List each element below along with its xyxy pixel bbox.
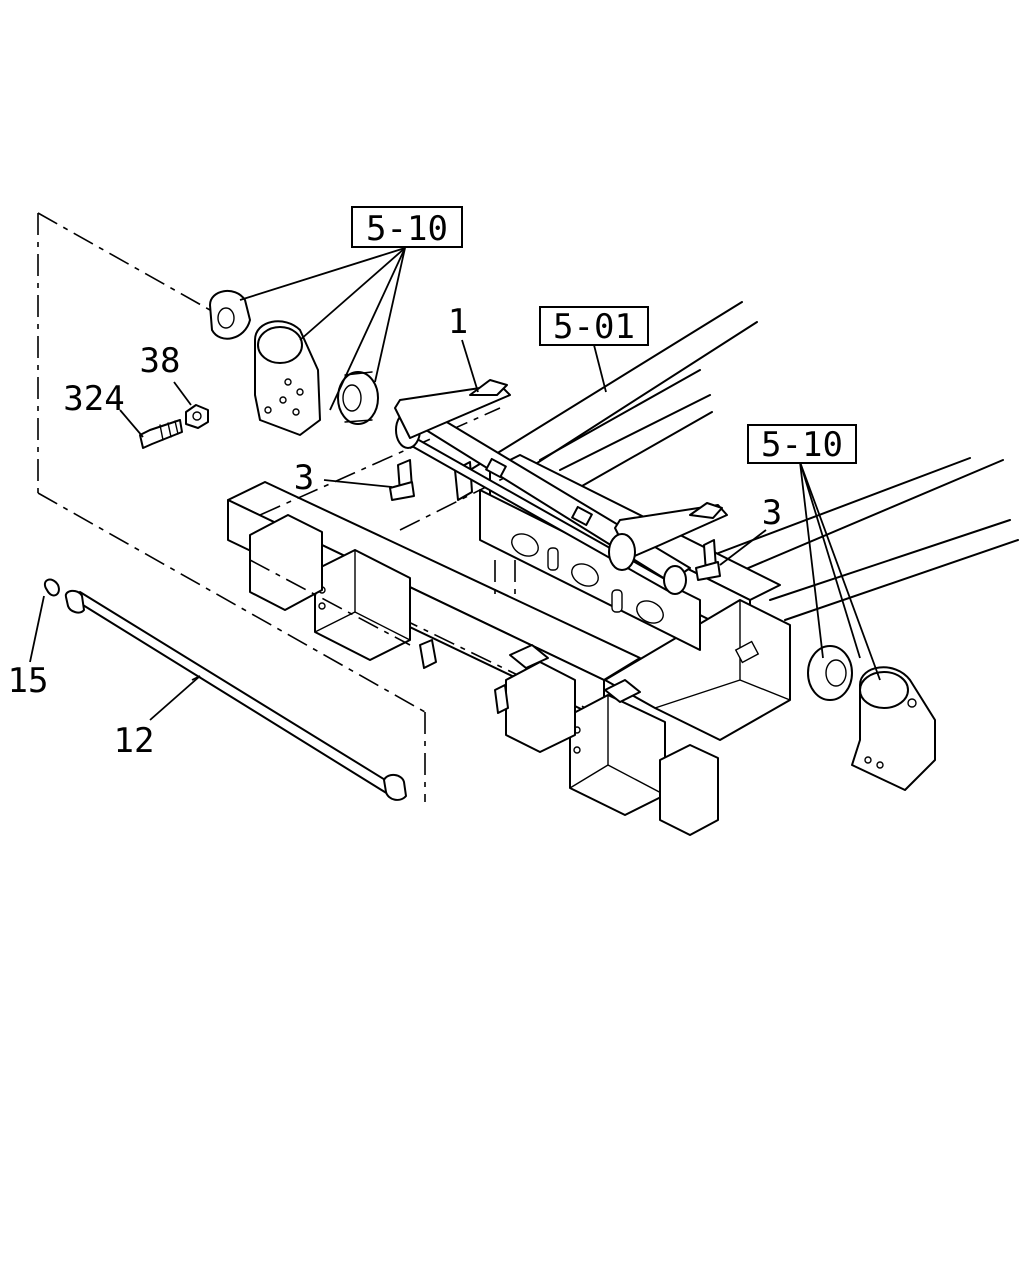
ref-label-5-10-top: 5-10 <box>366 209 448 249</box>
ref-box-5-10-right: 5-10 <box>747 424 857 465</box>
stabilizer-bar-part-1 <box>394 379 728 595</box>
callout-3-right: 3 <box>762 493 782 533</box>
callout-15: 15 <box>8 661 49 701</box>
fasteners <box>43 404 721 801</box>
callout-3-left: 3 <box>294 458 314 498</box>
side-rails <box>469 301 1019 621</box>
callout-1: 1 <box>448 302 468 342</box>
ref-label-5-01: 5-01 <box>553 307 635 347</box>
upper-left-bracket-group <box>209 290 379 436</box>
callout-324: 324 <box>63 379 124 419</box>
ref-label-5-10-right: 5-10 <box>761 425 843 465</box>
ref-box-5-01: 5-01 <box>539 306 649 347</box>
leader-lines <box>29 247 881 721</box>
ref-box-5-10-top: 5-10 <box>351 206 463 249</box>
callout-12: 12 <box>114 721 155 761</box>
callout-38: 38 <box>140 341 181 381</box>
phantom-lines <box>37 212 426 802</box>
lower-right-bracket-group <box>807 645 936 791</box>
